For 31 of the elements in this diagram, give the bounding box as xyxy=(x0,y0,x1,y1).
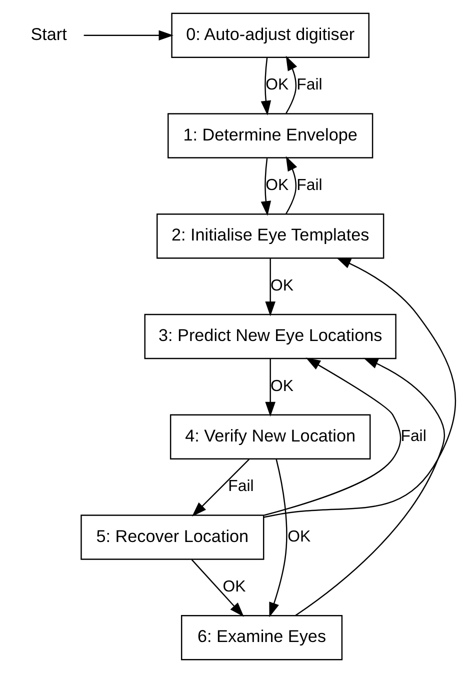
edge-label: OK xyxy=(266,177,289,194)
arrow xyxy=(265,358,276,417)
node-box: 2: Initialise Eye Templates xyxy=(156,213,384,259)
arrow xyxy=(286,56,298,114)
arrow xyxy=(84,30,174,41)
edge-label: OK xyxy=(222,578,246,596)
arrow xyxy=(264,358,402,516)
node-box: 4: Verify New Location xyxy=(170,414,371,460)
node-box: 0: Auto-adjust digitiser xyxy=(171,12,370,58)
edge-label: Fail xyxy=(228,478,254,496)
edge-label: Fail xyxy=(296,76,322,94)
edge-label: OK xyxy=(288,528,311,546)
node-box: 5: Recover Location xyxy=(80,514,264,560)
arrow xyxy=(265,258,276,316)
edge-label: Fail xyxy=(296,177,322,194)
edge-label: OK xyxy=(270,378,294,395)
arrow xyxy=(286,156,298,214)
arrow xyxy=(260,158,272,216)
arrow xyxy=(260,58,272,116)
node-box: 1: Determine Envelope xyxy=(168,113,374,158)
edge-label: OK xyxy=(270,277,294,294)
node-box: 6: Examine Eyes xyxy=(180,614,343,660)
arrow xyxy=(192,458,250,516)
arrow xyxy=(269,459,288,618)
arrow xyxy=(191,559,244,617)
edge-label: Fail xyxy=(400,428,426,446)
node-box: 3: Predict New Eye Locations xyxy=(144,314,396,360)
arrow xyxy=(295,358,445,616)
node-text: Start xyxy=(30,24,67,44)
edge-label: OK xyxy=(266,76,289,94)
arrow xyxy=(264,257,456,518)
